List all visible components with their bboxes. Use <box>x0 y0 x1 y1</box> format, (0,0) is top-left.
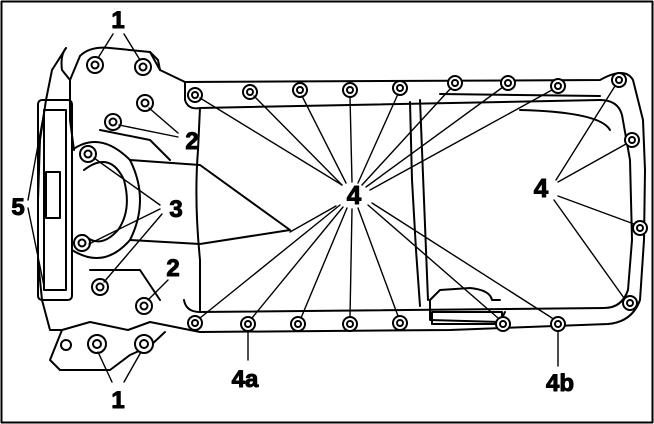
callout-4b: 4b <box>546 370 574 397</box>
callout-4-center: 4 <box>347 180 362 210</box>
callout-3: 3 <box>169 196 182 223</box>
bolt-2-upper-a <box>136 94 154 112</box>
callout-1-top: 1 <box>111 7 124 34</box>
bolt-3-c <box>91 278 109 296</box>
bolt-4-right-4 <box>622 295 638 311</box>
bolt-4-top-8 <box>550 78 566 94</box>
bolt-4-bottom-1 <box>187 315 203 331</box>
bolt-4-top-7 <box>500 75 516 91</box>
bolt-4-top-3 <box>292 82 308 98</box>
bolt-4-right-3 <box>632 220 648 236</box>
bolts <box>73 56 648 354</box>
bolt-4-bottom-3 <box>290 316 306 332</box>
callout-5: 5 <box>11 194 24 221</box>
bolt-4-top-5 <box>392 80 408 96</box>
bolt-1-top-left <box>86 56 104 74</box>
bolt-1-top-right <box>134 58 152 76</box>
callout-labels: 1 2 3 5 2 1 4 4 4a 4b <box>11 7 575 415</box>
bolt-4-top-6 <box>447 75 463 91</box>
bolt-4-top-2 <box>242 84 258 100</box>
bolt-4-top-1 <box>187 87 203 103</box>
bolt-1-bottom-right <box>134 334 154 354</box>
bolt-4-right-2 <box>624 132 640 148</box>
bolt-4-bottom-7 <box>550 316 566 332</box>
bolt-4-right-1 <box>611 72 627 88</box>
callout-4-right: 4 <box>534 173 549 203</box>
front-cover <box>37 99 291 351</box>
bolt-4-bottom-5 <box>392 315 408 331</box>
bolt-2-lower <box>135 297 153 315</box>
callout-2-upper: 2 <box>185 128 198 155</box>
bolt-4-top-4 <box>342 82 358 98</box>
bolt-3-b <box>73 234 91 252</box>
bolt-4-bottom-4 <box>342 316 358 332</box>
bolt-3-a <box>79 145 97 163</box>
bolt-4-bottom-2 <box>240 316 256 332</box>
callout-2-lower: 2 <box>166 255 179 282</box>
bolt-1-bottom-left <box>87 334 107 354</box>
callout-1-bottom: 1 <box>111 387 124 414</box>
leader-lines <box>27 33 635 383</box>
bolt-2-upper-b <box>104 113 122 131</box>
bolt-4-bottom-6 <box>495 316 511 332</box>
callout-4a: 4a <box>232 366 259 393</box>
